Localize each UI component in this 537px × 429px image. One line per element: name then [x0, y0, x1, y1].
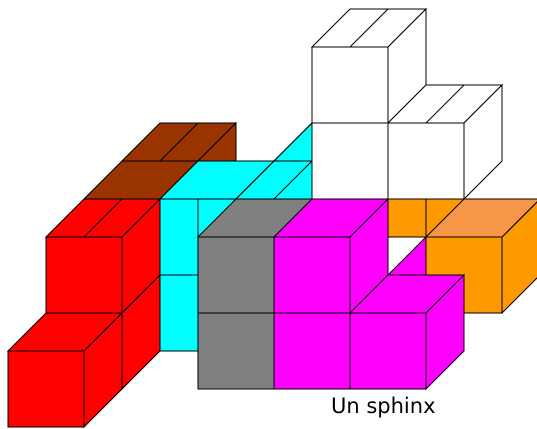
diagram-caption: Un sphinx — [331, 394, 436, 418]
magenta-piece — [272, 197, 466, 391]
gray-piece — [196, 198, 314, 390]
red-piece — [6, 197, 162, 429]
light-orange-piece — [424, 198, 537, 238]
white-piece — [310, 7, 504, 201]
